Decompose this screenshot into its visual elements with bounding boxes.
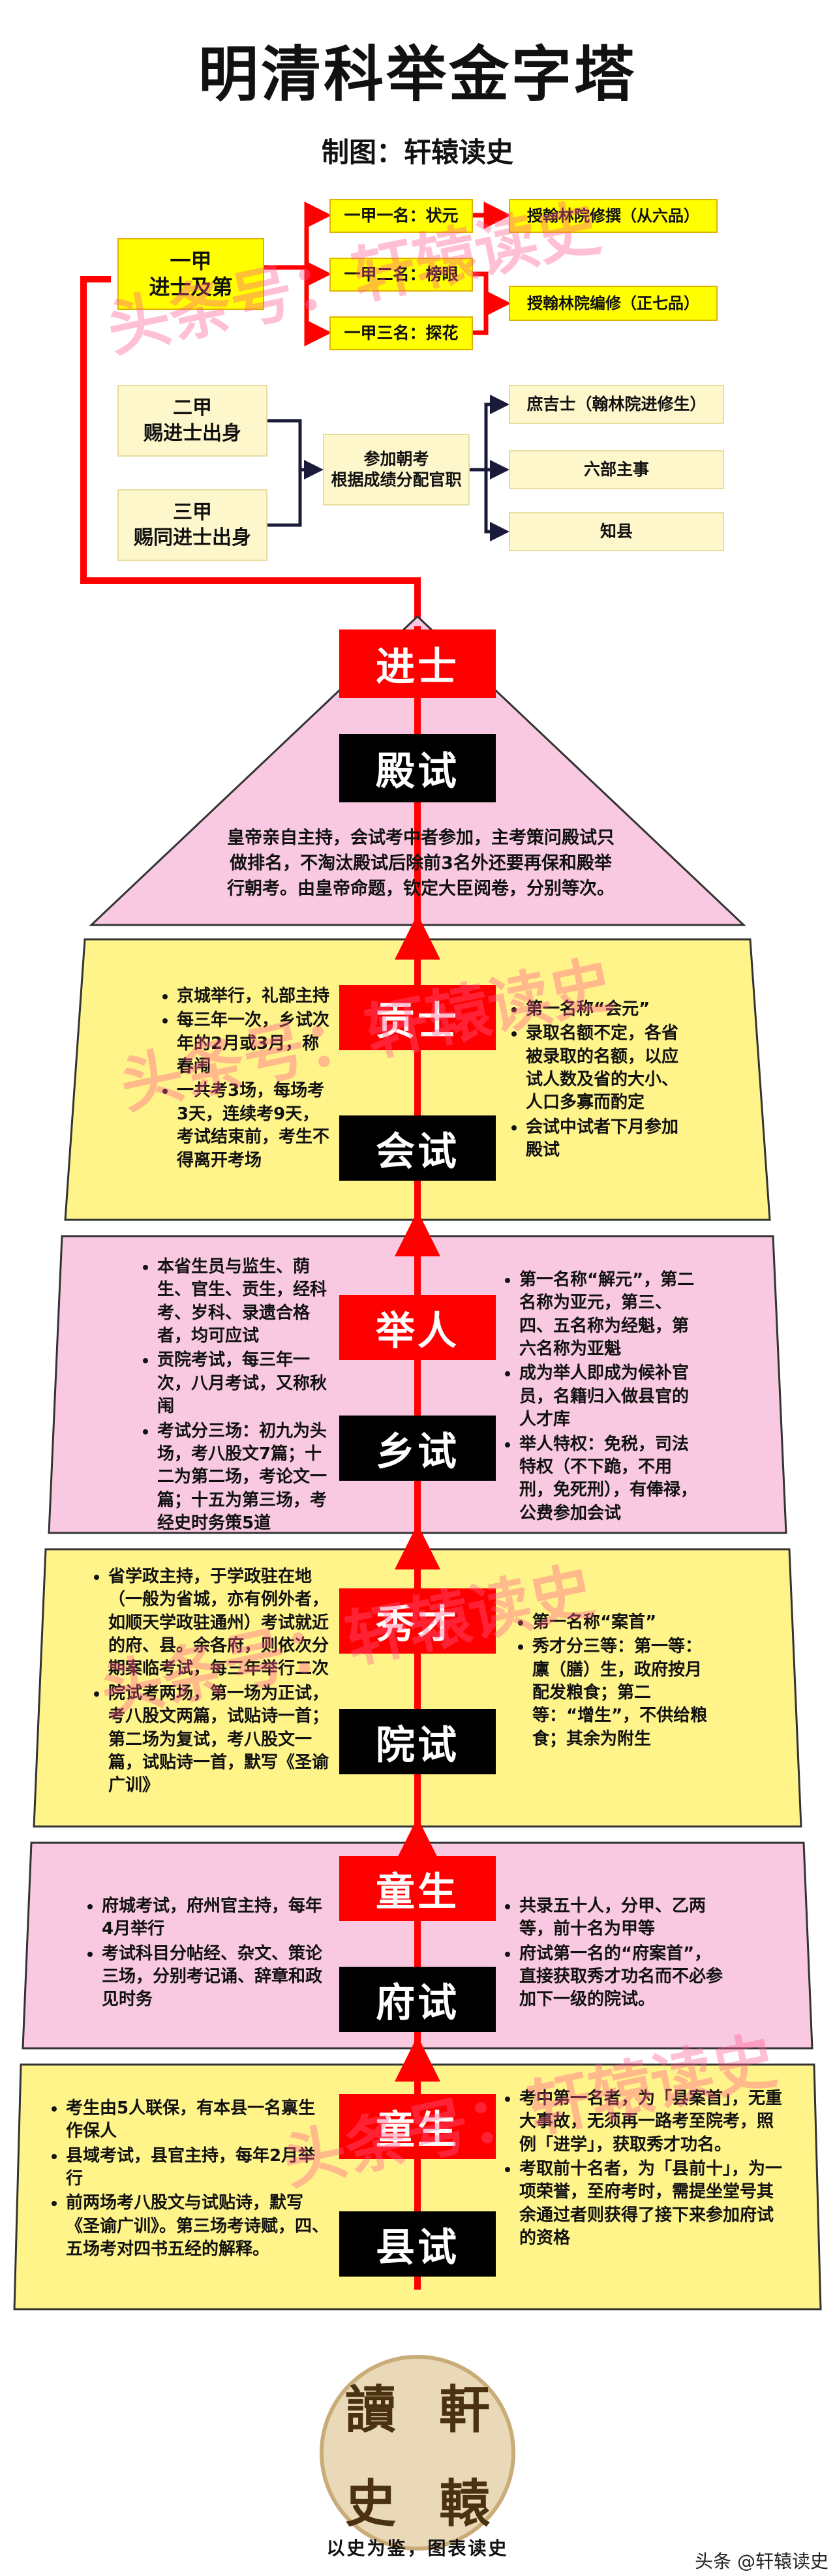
note-item: 省学政主持，于学政驻在地（一般为省城，亦有例外者，如顺天学政驻通州）考试就近的府… (108, 1566, 329, 1681)
yijia-box: 一甲 进士及第 (117, 238, 264, 310)
rank-zhuangyuan: 一甲一名：状元 (329, 199, 473, 233)
exam-dianshi: 殿试 (339, 734, 496, 802)
post-bianxiu: 授翰林院编修（正七品） (509, 286, 718, 321)
note-item: 考生由5人联保，有本县一名禀生作保人 (66, 2097, 329, 2144)
rank-bangyan: 一甲二名：榜眼 (329, 258, 473, 292)
level-title-tongsheng-xian: 童生 (339, 2094, 496, 2159)
note-item: 府城考试，府州官主持，每年4月举行 (102, 1895, 329, 1941)
fushi-left-notes: 府城考试，府州官主持，每年4月举行 考试科目分帖经、杂文、策论三场，分别考记诵、… (85, 1895, 329, 2013)
chaokao-box: 参加朝考 根据成绩分配官职 (323, 434, 470, 506)
note-item: 一共考3场，每场考3天，连续考9天，考试结束前，考生不得离开考场 (177, 1080, 333, 1172)
note-item: 会试中试者下月参加殿试 (526, 1116, 678, 1162)
exam-huishi: 会试 (339, 1115, 496, 1181)
note-item: 每三年一次，乡试次年的2月或3月，称春闱 (177, 1009, 333, 1078)
xiangshi-left-notes: 本省生员与监生、荫生、官生、贡生，经科考、岁科、录遗合格者，均可应试 贡院考试，… (140, 1256, 336, 1536)
level-title-juren: 举人 (339, 1295, 496, 1360)
erjia-box: 二甲 赐进士出身 (117, 385, 267, 457)
logo-char: 史 (344, 2474, 396, 2534)
exam-xianshi: 县试 (339, 2211, 496, 2277)
note-item: 第一名称“会元” (526, 998, 678, 1021)
logo-char: 轅 (438, 2474, 490, 2534)
logo-caption: 以史为鉴，图表读史 (326, 2538, 509, 2559)
huishi-right-notes: 第一名称“会元” 录取名额不定，各省被录取的名额，以应试人数及省的大小、人口多寡… (509, 998, 678, 1164)
fushi-right-notes: 共录五十人，分甲、乙两等，前十名为甲等 府试第一名的“府案首”，直接获取秀才功名… (502, 1895, 724, 2013)
logo-char: 讀 (344, 2380, 396, 2440)
xiangshi-right-notes: 第一名称“解元”，第二名称为亚元，第三、四、五名称为经魁，第六名称为亚魁 成为举… (502, 1269, 698, 1526)
exam-yuanshi: 院试 (339, 1709, 496, 1774)
dianshi-description: 皇帝亲自主持，会试考中者参加，主考策问殿试只做排名，不淘汰殿试后除前3名外还要再… (227, 828, 615, 900)
logo-char: 軒 (438, 2380, 490, 2440)
note-item: 前两场考八股文与试贴诗，默写《圣谕广训》。第三场考诗赋，四、五场考对四书五经的解… (66, 2192, 329, 2261)
note-item: 京城举行，礼部主持 (177, 985, 333, 1008)
level-title-jinshi: 进士 (339, 629, 496, 698)
note-item: 考取前十名者，为「县前十」，为一项荣誉，至府考时，需提坐堂号其余通过者则获得了接… (519, 2158, 783, 2250)
huishi-left-notes: 京城举行，礼部主持 每三年一次，乡试次年的2月或3月，称春闱 一共考3场，每场考… (160, 985, 333, 1174)
rank-tanhua: 一甲三名：探花 (329, 316, 473, 350)
note-item: 考中第一名者，为「县案首」，无重大事故，无须再一路考至院考，照例「进学」，获取秀… (519, 2087, 783, 2157)
outcome-zhixian: 知县 (509, 512, 724, 551)
note-item: 贡院考试，每三年一次，八月考试，又称秋闱 (157, 1349, 336, 1418)
xianshi-right-notes: 考中第一名者，为「县案首」，无重大事故，无须再一路考至院考，照例「进学」，获取秀… (502, 2087, 783, 2252)
level-title-gongshi: 贡士 (339, 985, 496, 1050)
sanjia-box: 三甲 赐同进士出身 (117, 489, 267, 561)
xianshi-left-notes: 考生由5人联保，有本县一名禀生作保人 县域考试，县官主持，每年2月举行 前两场考… (49, 2097, 329, 2263)
level-title-xiucai: 秀才 (339, 1588, 496, 1654)
note-item: 录取名额不定，各省被录取的名额，以应试人数及省的大小、人口多寡而酌定 (526, 1022, 678, 1114)
note-item: 县域考试，县官主持，每年2月举行 (66, 2145, 329, 2191)
post-xiuzhuan: 授翰林院修撰（从六品） (509, 199, 718, 233)
yuanshi-right-notes: 第一名称“案首” 秀才分三等：第一等：廪（膳）生，政府按月配发粮食；第二等：“增… (515, 1611, 711, 1752)
note-item: 院试考两场，第一场为正试，考八股文两篇，试贴诗一首；第二场为复试，考八股文一篇，… (108, 1682, 329, 1798)
note-item: 府试第一名的“府案首”，直接获取秀才功名而不必参加下一级的院试。 (519, 1943, 724, 2012)
note-item: 秀才分三等：第一等：廪（膳）生，政府按月配发粮食；第二等：“增生”，不供给粮食；… (532, 1635, 711, 1751)
exam-xiangshi: 乡试 (339, 1416, 496, 1481)
red-route-line (80, 276, 421, 623)
level-title-tongsheng-fu: 童生 (339, 1856, 496, 1921)
logo-seal: 讀 軒 史 轅 (320, 2355, 515, 2551)
page-title: 明清科举金字塔 (198, 40, 637, 110)
yuanshi-left-notes: 省学政主持，于学政驻在地（一般为省城，亦有例外者，如顺天学政驻通州）考试就近的府… (91, 1566, 329, 1799)
note-item: 本省生员与监生、荫生、官生、贡生，经科考、岁科、录遗合格者，均可应试 (157, 1256, 336, 1348)
note-item: 第一名称“解元”，第二名称为亚元，第三、四、五名称为经魁，第六名称为亚魁 (519, 1269, 698, 1361)
page-subtitle: 制图：轩辕读史 (321, 136, 513, 168)
exam-fushi: 府试 (339, 1967, 496, 2032)
note-item: 考试科目分帖经、杂文、策论三场，分别考记诵、辞章和政见时务 (102, 1943, 329, 2012)
note-item: 共录五十人，分甲、乙两等，前十名为甲等 (519, 1895, 724, 1941)
outcome-shujishi: 庶吉士（翰林院进修生） (509, 385, 724, 424)
note-item: 第一名称“案首” (532, 1611, 711, 1634)
footer-credit: 头条 @轩辕读史 (695, 2551, 828, 2572)
note-item: 考试分三场：初九为头场，考八股文7篇；十二为第二场，考论文一篇；十五为第三场，考… (157, 1420, 336, 1536)
note-item: 成为举人即成为候补官员，名籍归入做县官的人才库 (519, 1362, 698, 1431)
note-item: 举人特权：免税，司法特权（不下跪，不用刑，免死刑），有俸禄，公费参加会试 (519, 1433, 698, 1525)
outcome-liubu: 六部主事 (509, 450, 724, 489)
